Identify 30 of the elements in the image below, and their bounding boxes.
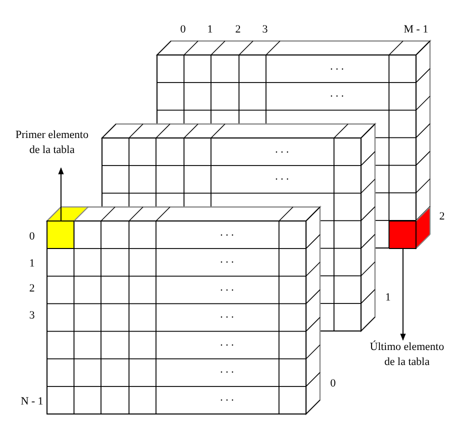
index-label: 2: [29, 284, 35, 294]
index-label: . . .: [275, 144, 289, 156]
index-label: . . .: [220, 364, 234, 376]
index-label: 0: [180, 24, 186, 36]
index-label: 0: [330, 378, 336, 390]
index-label: . . .: [220, 310, 234, 320]
index-label: 2: [439, 212, 445, 222]
callout-text: Primer elemento de la tabla: [10, 128, 94, 159]
arrow: [58, 167, 64, 222]
first-cell: [47, 207, 88, 249]
index-label: . . .: [330, 88, 344, 100]
index-label: 3: [29, 310, 35, 322]
index-label: 1: [29, 258, 35, 270]
index-label: . . .: [275, 172, 289, 182]
index-label: . . .: [220, 254, 234, 266]
index-label: N - 1: [20, 396, 44, 408]
index-label: . . .: [220, 392, 234, 404]
index-label: 1: [385, 292, 391, 304]
index-label: M - 1: [404, 24, 428, 36]
index-label: . . .: [220, 282, 234, 294]
index-label: 0: [29, 232, 35, 242]
index-label: . . .: [220, 228, 234, 238]
index-label: 3: [262, 24, 268, 36]
last-cell: [389, 207, 430, 249]
index-label: 1: [207, 24, 213, 36]
callout-text: Último elemento de la tabla: [364, 340, 450, 371]
index-label: 2: [235, 24, 241, 36]
arrow: [400, 248, 406, 341]
index-label: . . .: [220, 338, 234, 348]
index-label: . . .: [330, 62, 344, 72]
